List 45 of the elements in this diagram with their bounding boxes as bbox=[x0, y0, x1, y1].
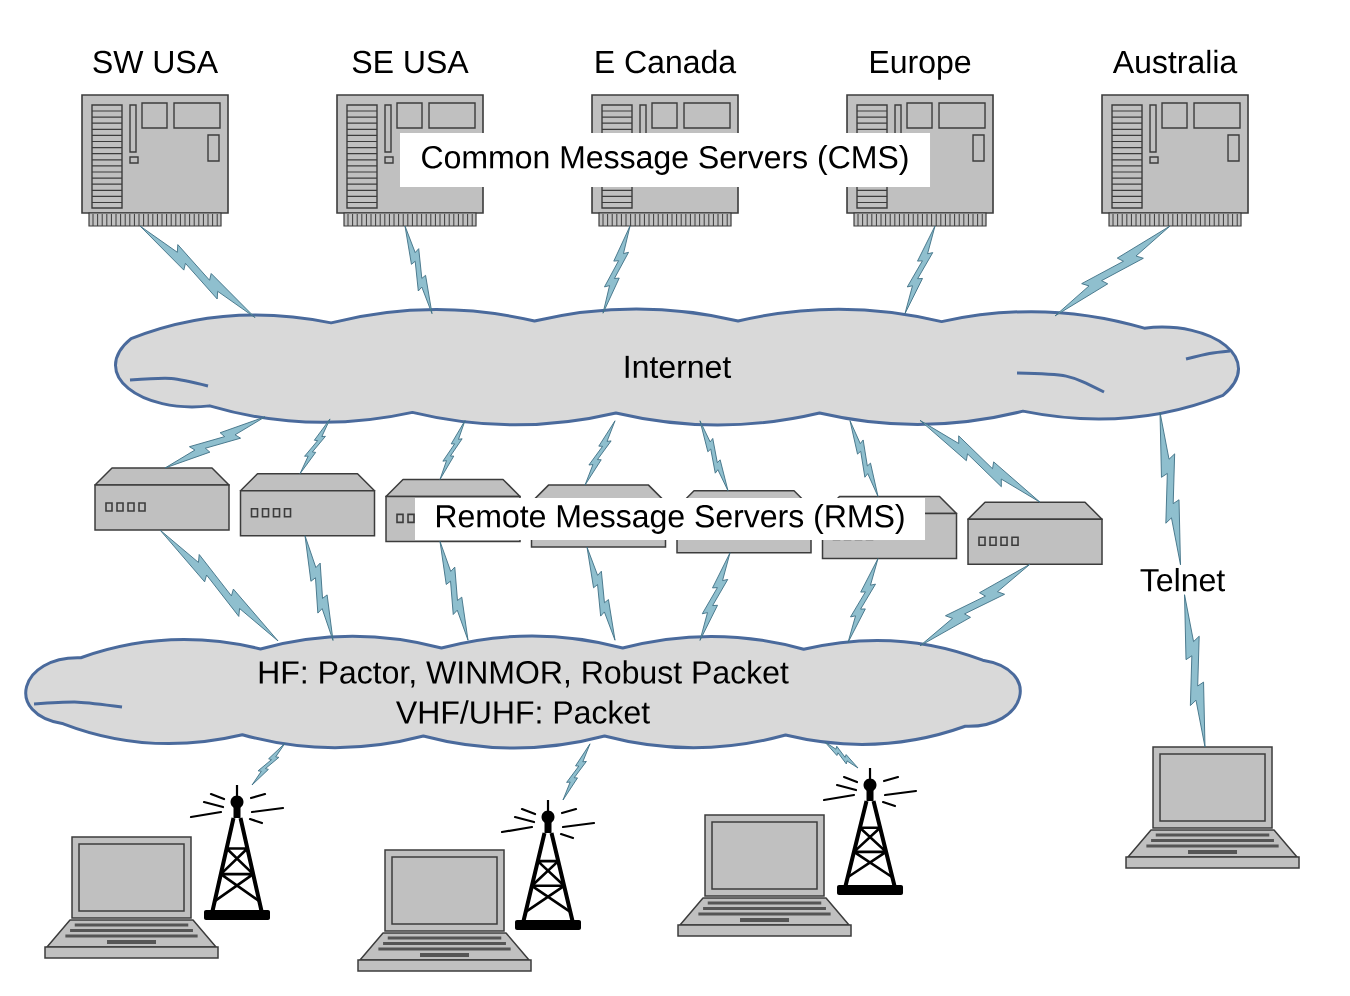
node-label: SE USA bbox=[352, 50, 469, 74]
text-label: Remote Message Servers (RMS) bbox=[415, 498, 925, 540]
cloud: HF: Pactor, WINMOR, Robust Packet VHF/UHF: Packet bbox=[24, 634, 1022, 750]
lightning-bolt bbox=[299, 418, 331, 475]
radio-tower bbox=[189, 785, 285, 920]
server: SW USA bbox=[81, 50, 229, 227]
cloud: Internet bbox=[114, 307, 1240, 427]
lightning-bolt bbox=[919, 563, 1031, 647]
server: Australia bbox=[1101, 49, 1249, 227]
lightning-bolt bbox=[164, 416, 266, 469]
laptop bbox=[677, 814, 852, 937]
lightning-bolt bbox=[562, 743, 591, 801]
node-label: Europe bbox=[871, 50, 971, 80]
node-label: E Canada bbox=[596, 49, 737, 74]
lightning-bolt bbox=[699, 420, 729, 492]
lightning-bolt bbox=[847, 558, 879, 643]
lightning-bolt bbox=[439, 420, 466, 480]
radio-tower bbox=[822, 768, 918, 895]
lightning-bolt bbox=[1159, 411, 1206, 748]
radio-tower bbox=[500, 800, 596, 930]
lightning-bolt bbox=[904, 225, 936, 314]
lightning-bolt bbox=[251, 742, 286, 786]
lightning-bolt bbox=[159, 529, 279, 642]
laptop bbox=[357, 849, 532, 972]
laptop bbox=[44, 836, 219, 959]
lightning-bolt bbox=[849, 420, 879, 497]
rack-server bbox=[239, 472, 376, 537]
lightning-bolt bbox=[919, 419, 1041, 503]
rack-server bbox=[94, 467, 230, 531]
lightning-bolt bbox=[439, 540, 469, 641]
lightning-bolt bbox=[602, 225, 631, 314]
lightning-bolt bbox=[824, 741, 859, 769]
lightning-bolt bbox=[586, 546, 616, 641]
lightning-bolt bbox=[584, 420, 616, 486]
lightning-bolt bbox=[139, 225, 256, 319]
node-label: SW USA bbox=[93, 50, 219, 74]
edge-label: Telnet bbox=[1136, 564, 1229, 595]
lightning-bolt bbox=[1054, 225, 1171, 317]
lightning-bolt bbox=[699, 552, 731, 641]
lightning-bolt bbox=[404, 225, 433, 315]
node-label: Australia bbox=[1112, 49, 1238, 74]
lightning-bolt bbox=[304, 535, 334, 641]
laptop bbox=[1125, 746, 1300, 869]
rack-server bbox=[967, 501, 1103, 565]
text-label: Common Message Servers (CMS) bbox=[400, 133, 930, 187]
